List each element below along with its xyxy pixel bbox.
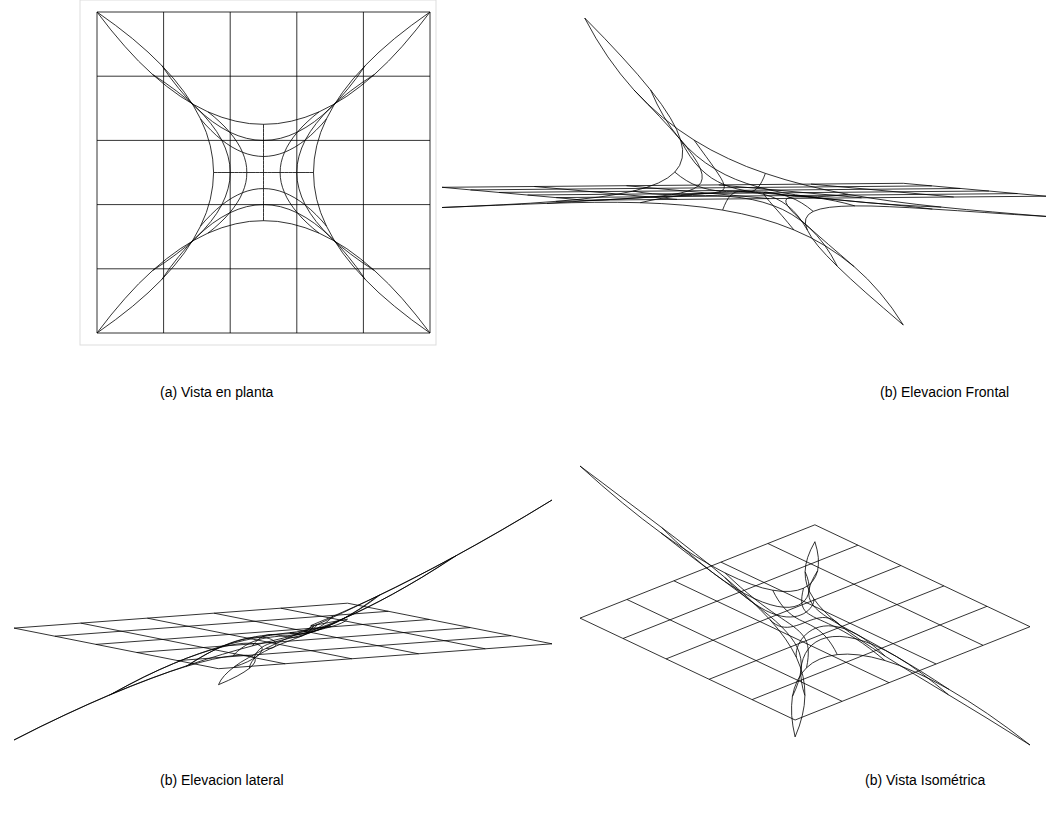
- mesh-line: [805, 542, 1030, 745]
- mesh-line: [764, 192, 848, 230]
- mesh-line: [662, 527, 810, 607]
- mesh-line: [580, 525, 815, 618]
- mesh-line: [674, 581, 889, 683]
- mesh-line: [725, 573, 808, 668]
- mesh-line: [633, 191, 807, 230]
- view-caption: (a) Vista en planta: [160, 383, 273, 401]
- mesh-line: [311, 500, 552, 626]
- mesh-line: [97, 268, 430, 269]
- mesh-line: [97, 12, 98, 333]
- mesh-line: [97, 12, 430, 124]
- mesh-line: [752, 606, 987, 699]
- mesh-line: [97, 12, 430, 13]
- mesh-line: [97, 76, 430, 77]
- view-caption: (b) Elevacion lateral: [160, 771, 284, 789]
- mesh-line: [219, 500, 553, 685]
- mesh-line: [651, 90, 933, 209]
- mesh-line: [709, 586, 944, 679]
- mesh-line: [430, 12, 431, 333]
- mesh-line: [97, 221, 430, 333]
- mesh-line: [801, 636, 949, 695]
- plan-frame: [80, 0, 436, 345]
- mesh-line: [163, 12, 164, 333]
- mesh-line: [363, 12, 364, 333]
- mesh-line: [805, 206, 1046, 325]
- mesh-line: [666, 566, 901, 659]
- mesh-line: [14, 603, 348, 628]
- mesh-line: [681, 140, 855, 206]
- mesh-line: [792, 654, 1030, 745]
- mesh-line: [725, 577, 814, 617]
- mesh-line: [585, 18, 1046, 216]
- mesh-line: [815, 525, 1030, 627]
- mesh-line: [314, 12, 431, 333]
- mesh-line: [796, 626, 885, 658]
- mesh-line: [547, 90, 703, 204]
- view-caption: (b) Elevacion Frontal: [880, 383, 1009, 401]
- mesh-line: [580, 618, 795, 720]
- mesh-line: [186, 625, 312, 666]
- mesh-line: [97, 333, 430, 334]
- mesh-line: [556, 195, 838, 266]
- mesh-line: [802, 588, 885, 660]
- mesh-line: [661, 533, 801, 697]
- mesh-line: [442, 18, 683, 208]
- mesh-line: [623, 545, 858, 638]
- plan-view: [97, 12, 430, 333]
- mesh-line: [442, 187, 585, 200]
- mesh-line: [14, 655, 255, 740]
- mesh-line: [109, 643, 262, 695]
- mesh-line: [442, 202, 903, 325]
- mesh-line: [162, 205, 365, 280]
- mesh-line: [675, 172, 813, 211]
- mesh-line: [809, 571, 949, 690]
- front-elevation: [442, 18, 1046, 325]
- mesh-line: [348, 603, 553, 644]
- view-caption: (b) Vista Isométrica: [865, 771, 985, 789]
- mesh-line: [580, 466, 805, 737]
- mesh-line: [297, 74, 375, 270]
- mesh-line: [721, 562, 936, 664]
- mesh-line: [189, 637, 276, 665]
- mesh-line: [113, 625, 317, 694]
- mesh-line: [214, 172, 314, 173]
- isometric-view: [580, 466, 1030, 745]
- mesh-line: [580, 466, 818, 591]
- mesh-line: [97, 12, 214, 333]
- mesh-line: [768, 544, 983, 646]
- side-elevation: [14, 500, 552, 740]
